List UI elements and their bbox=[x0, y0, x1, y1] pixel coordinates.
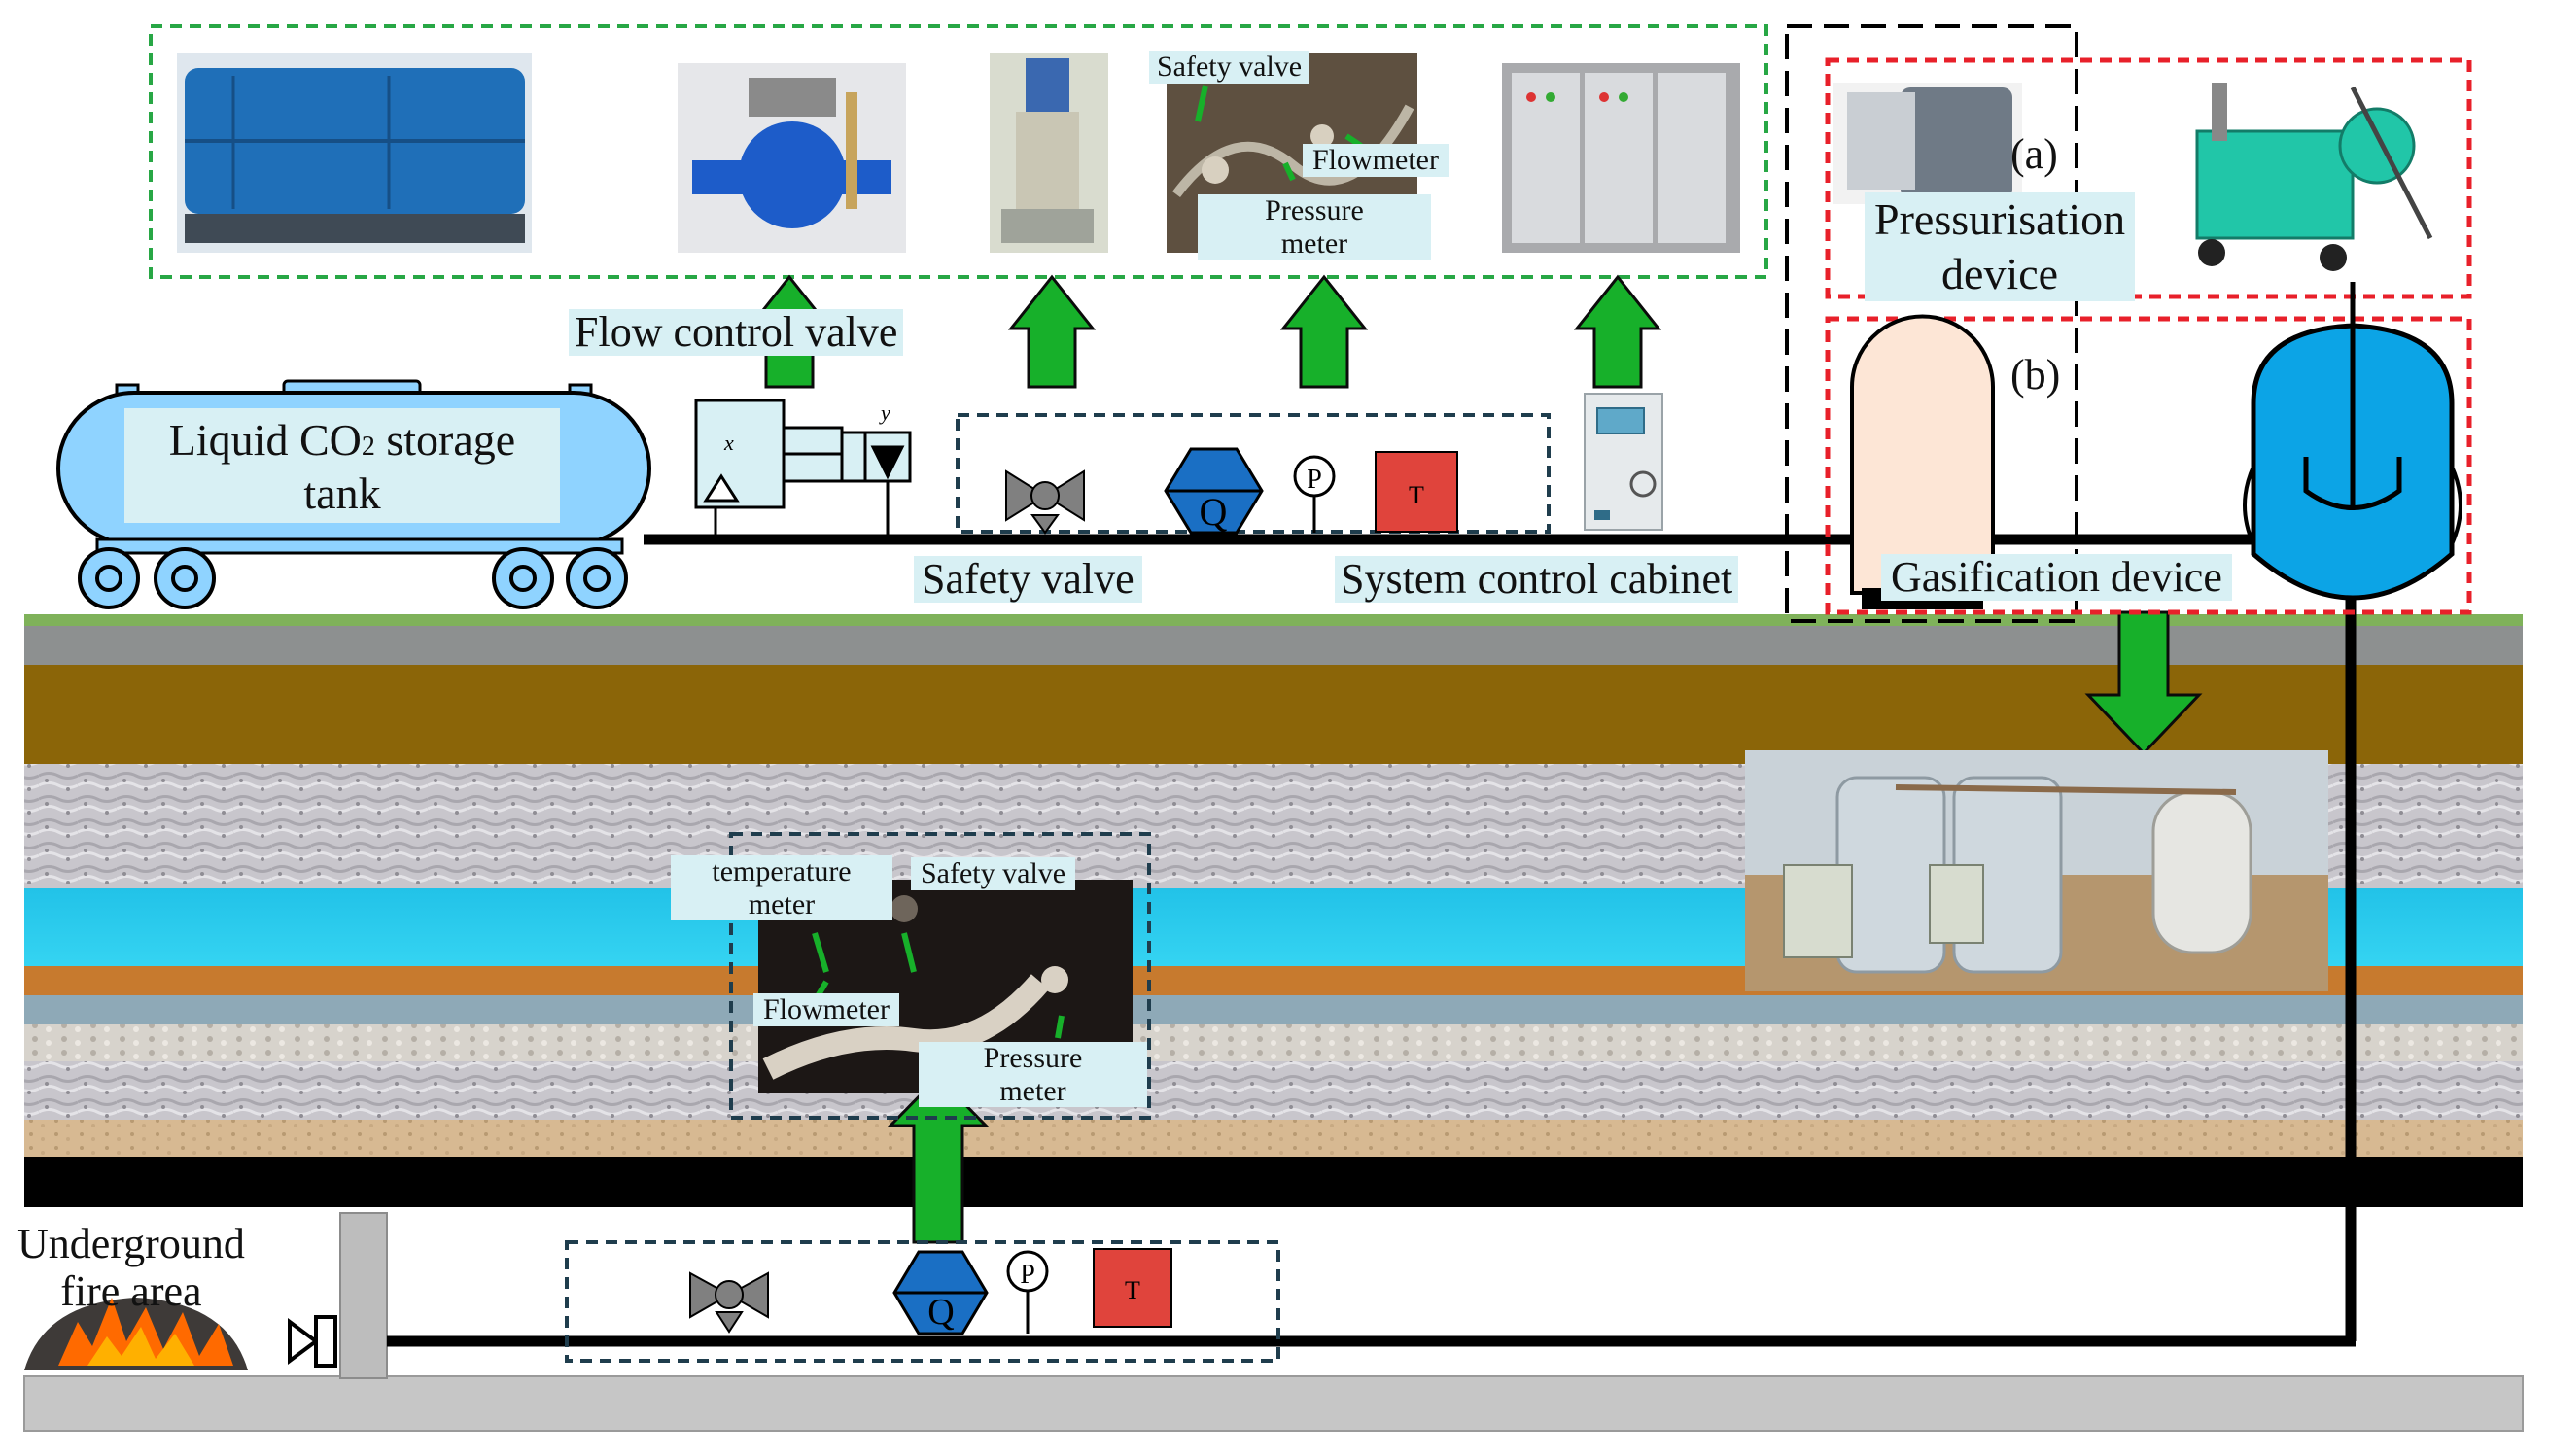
control-cabinet-icon bbox=[1584, 393, 1663, 531]
arrow-safety-valve bbox=[1007, 274, 1097, 389]
ug-pressure-line1: Pressure bbox=[983, 1042, 1083, 1074]
system-control-cabinet-label: System control cabinet bbox=[1335, 556, 1739, 603]
arrow-control-cabinet bbox=[1573, 274, 1662, 389]
ug-temperature-line1: temperature bbox=[712, 855, 852, 887]
surface-monitoring-group bbox=[956, 413, 1551, 534]
valve-y-label: y bbox=[879, 400, 890, 425]
surface-flowmeter-symbol-label: Q bbox=[1200, 490, 1228, 534]
coal-roof-layer bbox=[24, 1157, 2523, 1207]
tag-a-label: (a) bbox=[2010, 130, 2058, 178]
photo-pressurisation-pump bbox=[2187, 73, 2440, 282]
ug-pressure-meter-label: Pressure meter bbox=[919, 1042, 1147, 1108]
photo-pressure-line1: Pressure bbox=[1265, 194, 1364, 226]
fire-area-wall bbox=[339, 1212, 388, 1379]
ug-temperature-line2: meter bbox=[748, 887, 816, 920]
pressurisation-line2: device bbox=[1941, 249, 2059, 299]
label-pointers bbox=[812, 85, 1363, 1039]
underground-fire-area bbox=[24, 1298, 248, 1370]
pressurisation-line1: Pressurisation bbox=[1874, 194, 2126, 244]
tank-line1: Liquid CO bbox=[168, 415, 362, 465]
underground-temperature-sensor bbox=[1093, 1248, 1172, 1328]
ug-safety-valve-label: Safety valve bbox=[911, 857, 1076, 890]
surface-temp-symbol-label: T bbox=[1409, 481, 1424, 509]
ug-temperature-meter-label: temperature meter bbox=[671, 855, 892, 921]
pressurisation-frame bbox=[1825, 57, 2472, 299]
safety-valve-label: Safety valve bbox=[914, 556, 1142, 603]
gravel-layer bbox=[24, 1024, 2523, 1061]
photo-flow-control-valve bbox=[678, 63, 906, 253]
liquid-co2-tank-label: Liquid CO2 storage tank bbox=[124, 413, 560, 520]
surface-gravel-layer bbox=[24, 626, 2523, 665]
underground-monitoring-group bbox=[565, 1240, 1280, 1363]
gasification-vessel-blue bbox=[2243, 323, 2462, 601]
siltstone-layer bbox=[24, 995, 2523, 1024]
roadway-floor bbox=[23, 1375, 2524, 1432]
tank-line1b: storage bbox=[374, 415, 516, 465]
gasification-frame bbox=[1825, 316, 2472, 615]
photo-pressure-line2: meter bbox=[1280, 226, 1348, 260]
photo-safety-valve bbox=[990, 53, 1108, 253]
photo-gasification-station bbox=[1745, 750, 2328, 991]
underground-flowmeter-symbol bbox=[892, 1250, 989, 1335]
underground-fire-area-label: Underground fire area bbox=[17, 1220, 245, 1316]
ug-flowmeter-label: Flowmeter bbox=[753, 993, 899, 1026]
underground-outlet-valve bbox=[288, 1315, 337, 1368]
rock-layer-lower bbox=[24, 1061, 2523, 1120]
photo-control-cabinet bbox=[1502, 63, 1740, 253]
equipment-photo-frame bbox=[149, 24, 1768, 279]
flow-control-valve-symbol bbox=[694, 399, 912, 535]
underground-flowmeter-symbol-label: Q bbox=[927, 1292, 954, 1333]
valve-x-label: x bbox=[723, 431, 734, 455]
photo-pressurisation-cylinder bbox=[1833, 83, 2022, 204]
sand-layer bbox=[24, 1120, 2523, 1157]
underground-safety-valve-symbol bbox=[689, 1271, 769, 1334]
tank-line2: tank bbox=[303, 468, 381, 519]
underground-line2: fire area bbox=[60, 1267, 202, 1316]
arrow-gasification-down bbox=[2084, 610, 2203, 756]
ug-pressure-line2: meter bbox=[999, 1074, 1066, 1107]
tag-b-label: (b) bbox=[2010, 351, 2061, 399]
gasification-device-label: Gasification device bbox=[1881, 554, 2232, 601]
surface-pressure-gauge-symbol bbox=[1293, 455, 1336, 533]
flow-control-valve-label: Flow control valve bbox=[569, 309, 904, 356]
surface-grass bbox=[24, 614, 2523, 626]
underground-temp-symbol-label: T bbox=[1125, 1276, 1140, 1304]
photo-co2-tank-truck bbox=[177, 53, 532, 253]
surface-pressure-symbol-label: P bbox=[1307, 465, 1322, 495]
photo-pressure-meter-label: Pressure meter bbox=[1198, 194, 1431, 260]
underground-line1: Underground bbox=[17, 1220, 245, 1267]
tank-subscript: 2 bbox=[361, 432, 375, 462]
arrow-sensors bbox=[1279, 274, 1369, 389]
surface-temperature-sensor bbox=[1375, 451, 1458, 533]
underground-pressure-gauge-symbol bbox=[1006, 1250, 1049, 1334]
surface-flowmeter-symbol bbox=[1164, 447, 1264, 535]
photo-flowmeter-label: Flowmeter bbox=[1303, 144, 1449, 177]
liquid-co2-tank-car bbox=[56, 379, 651, 609]
pressurisation-device-label: Pressurisation device bbox=[1865, 192, 2136, 302]
surface-safety-valve-symbol bbox=[1005, 469, 1085, 535]
photo-safety-valve-label: Safety valve bbox=[1149, 51, 1310, 84]
green-arrows bbox=[745, 274, 2203, 1244]
underground-pressure-symbol-label: P bbox=[1020, 1260, 1035, 1290]
